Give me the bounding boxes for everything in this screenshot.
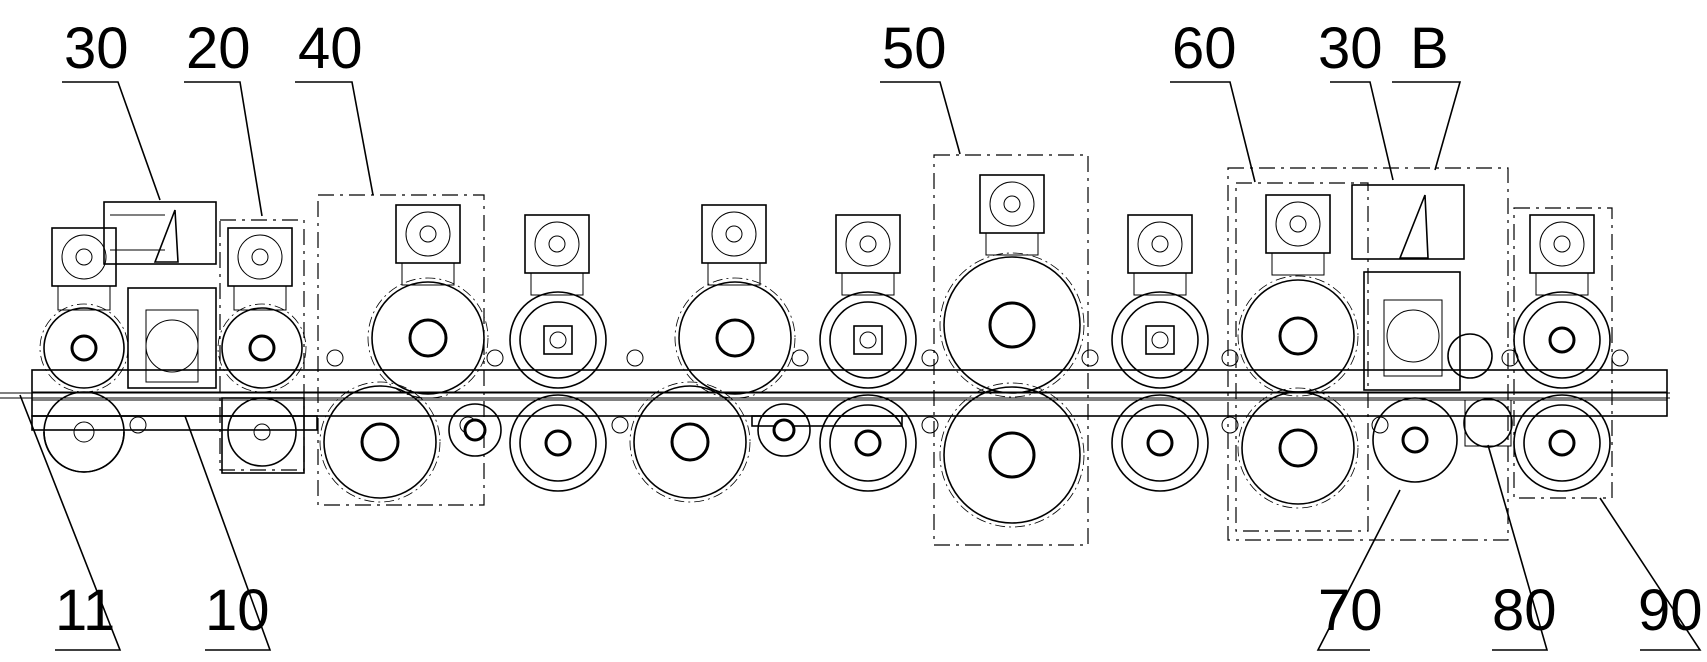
upper-brush-rollers [39,252,1359,399]
leader-lines [19,81,1702,651]
label-11: 11 [55,578,115,643]
group-boxes [219,154,1613,546]
motor-4 [524,214,590,296]
motor-2 [227,227,293,311]
cylinder-unit-right [1351,184,1493,391]
motor-7 [979,174,1045,256]
label-30-right: 30 [1318,16,1383,81]
motor-9 [1265,194,1331,276]
cylinder-unit-left [103,201,217,389]
label-10: 10 [205,578,270,643]
motor-3 [395,204,461,286]
motor-1 [51,227,117,311]
motor-5 [701,204,767,286]
motor-8 [1127,214,1193,296]
label-70: 70 [1318,578,1383,643]
upper-press-rollers [509,291,1611,389]
lower-rollers [43,381,1611,528]
label-20: 20 [186,16,251,81]
motor-6 [835,214,901,296]
label-40: 40 [298,16,363,81]
label-90: 90 [1638,578,1703,643]
motor-10 [1529,214,1595,296]
label-60: 60 [1172,16,1237,81]
label-b: B [1410,16,1449,81]
bottom-labels: 11 10 70 80 90 [55,578,1703,643]
label-80: 80 [1492,578,1557,643]
top-labels: 30 20 40 50 60 30 B [64,16,1449,81]
label-30-left: 30 [64,16,129,81]
label-50: 50 [882,16,947,81]
